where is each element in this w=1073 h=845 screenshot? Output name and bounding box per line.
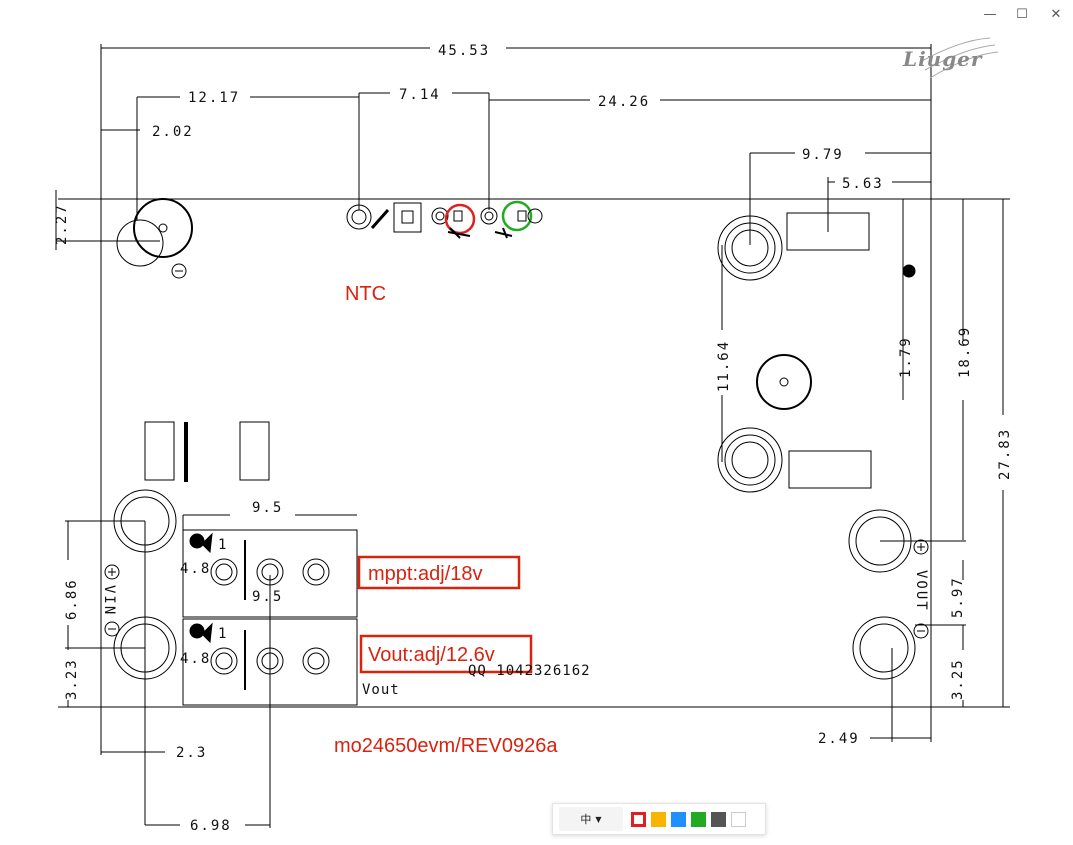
dim-2-02: 2.02 [152,124,194,140]
color-swatch-blue[interactable] [671,811,686,827]
board-revision-annotation: mo24650evm/REV0926a [334,735,558,757]
annotation-toolbar: 中 ▼ [552,803,766,835]
dim-9-5-top: 9.5 [252,500,283,516]
dim-27-83: 27.83 [997,428,1013,480]
ntc-annotation: NTC [345,283,386,305]
dim-4-8-bot: 4.8 [180,651,211,667]
pin1-bottom: 1 [218,626,228,642]
color-swatch-red[interactable] [631,811,646,827]
logo-text: Liuger [902,47,983,71]
minimize-button[interactable]: — [983,6,997,22]
dim-4-8-top: 4.8 [180,561,211,577]
dim-6-98: 6.98 [190,818,232,834]
dim-9-5-mid: 9.5 [252,589,283,605]
dim-12-17: 12.17 [188,90,240,106]
close-button[interactable]: ✕ [1050,6,1062,22]
mppt-annotation: mppt:adj/18v [368,563,483,585]
dim-2-27: 2.27 [54,203,70,245]
language-label: 中 [580,813,592,826]
dim-1-79: 1.79 [898,336,914,378]
color-swatch-white[interactable] [731,811,746,827]
label-vout-bottom: Vout [362,682,400,698]
label-vin: VIN [101,585,117,616]
chevron-down-icon: ▼ [595,814,602,824]
dim-2-3: 2.3 [176,745,207,761]
dim-7-14: 7.14 [399,87,441,103]
dim-18-69: 18.69 [957,326,973,378]
dim-9-79: 9.79 [802,147,844,163]
dim-6-86: 6.86 [64,578,80,620]
color-swatch-gray[interactable] [711,811,726,827]
dim-5-63: 5.63 [842,176,884,192]
dim-overall-width: 45.53 [438,43,490,59]
dim-24-26: 24.26 [598,94,650,110]
label-vout-right: VOUT [913,570,929,612]
language-dropdown[interactable]: 中 ▼ [559,807,623,831]
qq-label: QQ 1042326162 [468,663,591,679]
dim-5-97: 5.97 [950,576,966,618]
dim-3-25: 3.25 [950,658,966,700]
vout-annotation: Vout:adj/12.6v [368,644,495,666]
dim-11-64: 11.64 [716,340,732,392]
dim-2-49: 2.49 [818,731,860,747]
color-swatch-yellow[interactable] [651,811,666,827]
pin1-top: 1 [218,537,228,553]
liuger-logo: Liuger [902,37,999,79]
color-swatch-green[interactable] [691,811,706,827]
maximize-button[interactable]: ☐ [1016,6,1028,22]
dim-3-23: 3.23 [64,658,80,700]
